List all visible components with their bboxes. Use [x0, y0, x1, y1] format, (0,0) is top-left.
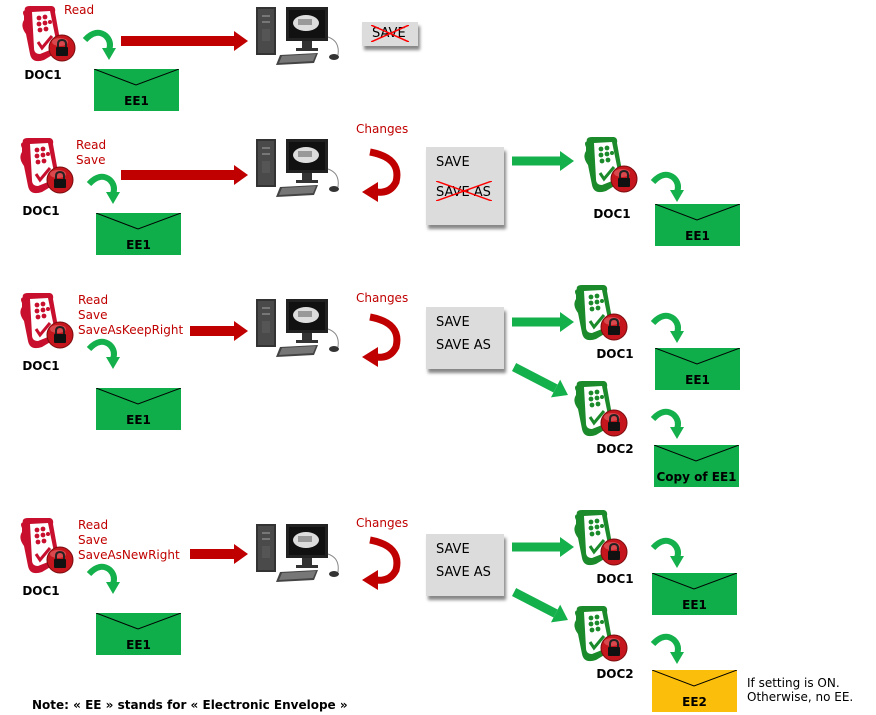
- envelope-label: EE1: [124, 94, 149, 108]
- electronic-envelope: EE1: [96, 613, 181, 655]
- electronic-envelope: Copy of EE1: [654, 445, 739, 487]
- green-flow-arrow-icon: [508, 581, 573, 630]
- curl-arrow-icon: [650, 170, 686, 210]
- locked-green-document-icon: [570, 283, 630, 345]
- locked-red-document-icon: [16, 136, 76, 198]
- rights-label: Read: [64, 3, 95, 17]
- locked-red-document-icon: [16, 516, 76, 578]
- green-flow-arrow-icon: [508, 356, 573, 405]
- electronic-envelope: EE1: [652, 573, 737, 615]
- computer-workstation-icon: [254, 5, 349, 67]
- rights-label: Read Save: [76, 138, 107, 167]
- locked-green-document-icon: [580, 135, 640, 197]
- envelope-label: EE2: [682, 695, 707, 709]
- changes-label: Changes: [356, 516, 409, 530]
- curl-arrow-icon: [650, 311, 686, 351]
- menu-item-save[interactable]: SAVE: [436, 155, 470, 170]
- envelope-label: EE1: [126, 238, 151, 252]
- footnote: Note: « EE » stands for « Electronic Env…: [32, 698, 348, 712]
- curl-arrow-icon: [650, 536, 686, 576]
- locked-green-document-icon: [570, 604, 630, 666]
- computer-workstation-icon: [254, 137, 349, 199]
- envelope-condition-note: If setting is ON. Otherwise, no EE.: [747, 676, 854, 704]
- curl-arrow-icon: [86, 172, 122, 212]
- envelope-label: EE1: [126, 413, 151, 427]
- curl-arrow-icon: [650, 632, 686, 672]
- changes-loop-arrow-icon: [360, 536, 406, 596]
- curl-arrow-icon: [86, 337, 122, 377]
- changes-loop-arrow-icon: [360, 313, 406, 373]
- red-flow-arrow-icon: [190, 542, 248, 566]
- changes-loop-arrow-icon: [360, 148, 406, 208]
- red-flow-arrow-icon: [121, 163, 248, 187]
- changes-label: Changes: [356, 122, 409, 136]
- output-doc-label: DOC2: [596, 442, 634, 456]
- green-flow-arrow-icon: [512, 149, 574, 173]
- disabled-cross-icon: [370, 24, 410, 46]
- electronic-envelope: EE1: [94, 69, 179, 111]
- output-doc-label: DOC1: [596, 572, 634, 586]
- electronic-envelope: EE1: [96, 213, 181, 255]
- source-doc-label: DOC1: [22, 584, 60, 598]
- rights-label: Read Save SaveAsNewRight: [78, 518, 180, 562]
- red-flow-arrow-icon: [190, 319, 248, 343]
- save-menu: SAVE SAVE AS: [426, 534, 504, 596]
- locked-red-document-icon: [16, 291, 76, 353]
- menu-item-save[interactable]: SAVE: [436, 315, 470, 330]
- envelope-label: EE1: [682, 598, 707, 612]
- curl-arrow-icon: [650, 407, 686, 447]
- source-doc-label: DOC1: [22, 204, 60, 218]
- menu-item-save[interactable]: SAVE: [436, 542, 470, 557]
- envelope-label: Copy of EE1: [656, 470, 737, 484]
- red-flow-arrow-icon: [121, 29, 248, 53]
- envelope-label: EE1: [126, 638, 151, 652]
- electronic-envelope: EE1: [655, 348, 740, 390]
- disabled-cross-icon: [435, 180, 493, 205]
- save-menu: SAVE SAVE AS: [426, 307, 504, 369]
- curl-arrow-icon: [86, 562, 122, 602]
- menu-item-save-as[interactable]: SAVE AS: [436, 565, 491, 580]
- locked-green-document-icon: [570, 508, 630, 570]
- output-doc-label: DOC1: [596, 347, 634, 361]
- curl-arrow-icon: [82, 28, 118, 68]
- electronic-envelope: EE2: [652, 670, 737, 712]
- rights-label: Read Save SaveAsKeepRight: [78, 293, 184, 337]
- green-flow-arrow-icon: [512, 535, 574, 559]
- green-flow-arrow-icon: [512, 310, 574, 334]
- electronic-envelope: EE1: [96, 388, 181, 430]
- output-doc-label: DOC1: [593, 207, 631, 221]
- output-doc-label: DOC2: [596, 667, 634, 681]
- save-menu: SAVE: [362, 22, 418, 46]
- source-doc-label: DOC1: [22, 359, 60, 373]
- locked-red-document-icon: [18, 4, 78, 66]
- changes-label: Changes: [356, 291, 409, 305]
- envelope-label: EE1: [685, 373, 710, 387]
- source-doc-label: DOC1: [24, 68, 62, 82]
- computer-workstation-icon: [254, 522, 349, 584]
- locked-green-document-icon: [570, 379, 630, 441]
- electronic-envelope: EE1: [655, 204, 740, 246]
- menu-item-save-as[interactable]: SAVE AS: [436, 338, 491, 353]
- envelope-label: EE1: [685, 229, 710, 243]
- computer-workstation-icon: [254, 297, 349, 359]
